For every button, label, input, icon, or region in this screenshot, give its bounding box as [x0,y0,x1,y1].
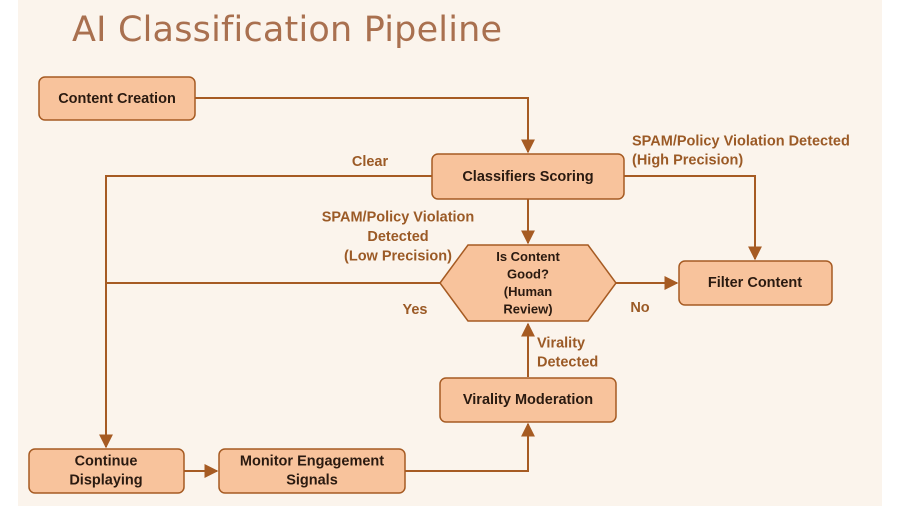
text-line: No [630,300,649,316]
text-line: Continue [75,453,138,469]
text-line: Monitor Engagement [240,453,384,469]
text-line: Content Creation [58,91,176,107]
text-line: (High Precision) [632,152,743,168]
node-classifiers-scoring: Classifiers Scoring [431,153,625,200]
node-filter-content-box [678,260,833,306]
text-line: Displaying [69,472,142,488]
node-virality-moderation-label: Virality Moderation [463,392,593,408]
text-line: Filter Content [708,275,802,291]
text-line: SPAM/Policy Violation [322,209,475,225]
page-title: AI Classification Pipeline [72,10,503,50]
edge-scoring-to-filter [624,175,762,261]
text-line: Virality [537,335,585,351]
node-filter-content-label: Filter Content [708,275,802,291]
text-line: Clear [352,154,389,170]
text-line: Virality Moderation [463,392,593,408]
text-line: Classifiers Scoring [462,169,593,185]
node-monitor-engagement-box [218,448,406,494]
text-line: Detected [367,229,428,245]
node-virality-moderation: Virality Moderation [439,377,617,423]
node-content-creation: Content Creation [38,76,196,121]
edges [99,97,762,478]
label-high-precision: SPAM/Policy Violation Detected (High Prec… [632,133,850,168]
edge-scoring-clear-to-continue [99,175,432,449]
edge-monitor-to-virality [405,422,535,472]
text-line: (Human [504,284,552,299]
node-continue-displaying-box [28,448,185,494]
node-content-creation-label: Content Creation [58,91,176,107]
text-line: SPAM/Policy Violation Detected [632,133,850,149]
node-classifiers-scoring-box [431,153,625,200]
node-filter-content: Filter Content [678,260,833,306]
label-no: No [630,300,649,316]
text-line: Is Content [496,249,560,264]
edge-labels: Clear SPAM/Policy Violation Detected (Hig… [322,133,850,370]
node-classifiers-scoring-label: Classifiers Scoring [462,169,593,185]
text-line: Review) [503,302,552,317]
text-line: Detected [537,354,598,370]
label-clear: Clear [352,154,389,170]
edge-creation-to-scoring [195,97,535,154]
label-yes: Yes [403,302,428,318]
text-line: Signals [286,472,338,488]
text-line: Yes [403,302,428,318]
node-decision-hexagon [439,244,617,322]
node-content-creation-box [38,76,196,121]
node-virality-moderation-box [439,377,617,423]
text-line: (Low Precision) [344,248,452,264]
text-line: Good? [507,267,549,282]
